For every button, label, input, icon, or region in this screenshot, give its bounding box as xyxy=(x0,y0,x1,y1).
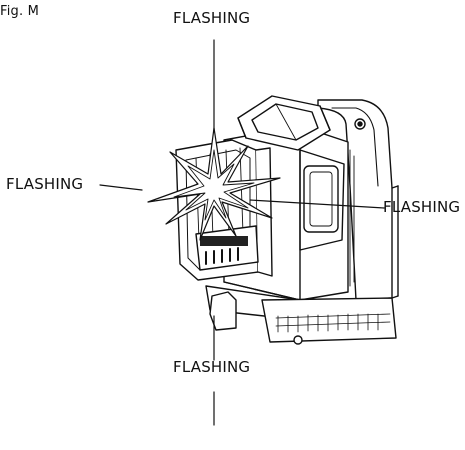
flashing-label-right: FLASHING xyxy=(383,198,461,216)
rear-bracket xyxy=(317,99,399,301)
laser-line-right xyxy=(249,199,385,209)
flashing-label-bottom: FLASHING xyxy=(173,358,251,376)
laser-line-left xyxy=(99,184,143,191)
base-mount xyxy=(205,285,397,345)
flashing-label-left: FLASHING xyxy=(6,175,84,193)
keypad xyxy=(195,225,259,271)
figure-label: Fig. M xyxy=(0,4,40,19)
top-housing xyxy=(237,95,331,151)
flashing-label-top: FLASHING xyxy=(173,9,251,27)
starburst-flash-icon xyxy=(147,127,281,241)
